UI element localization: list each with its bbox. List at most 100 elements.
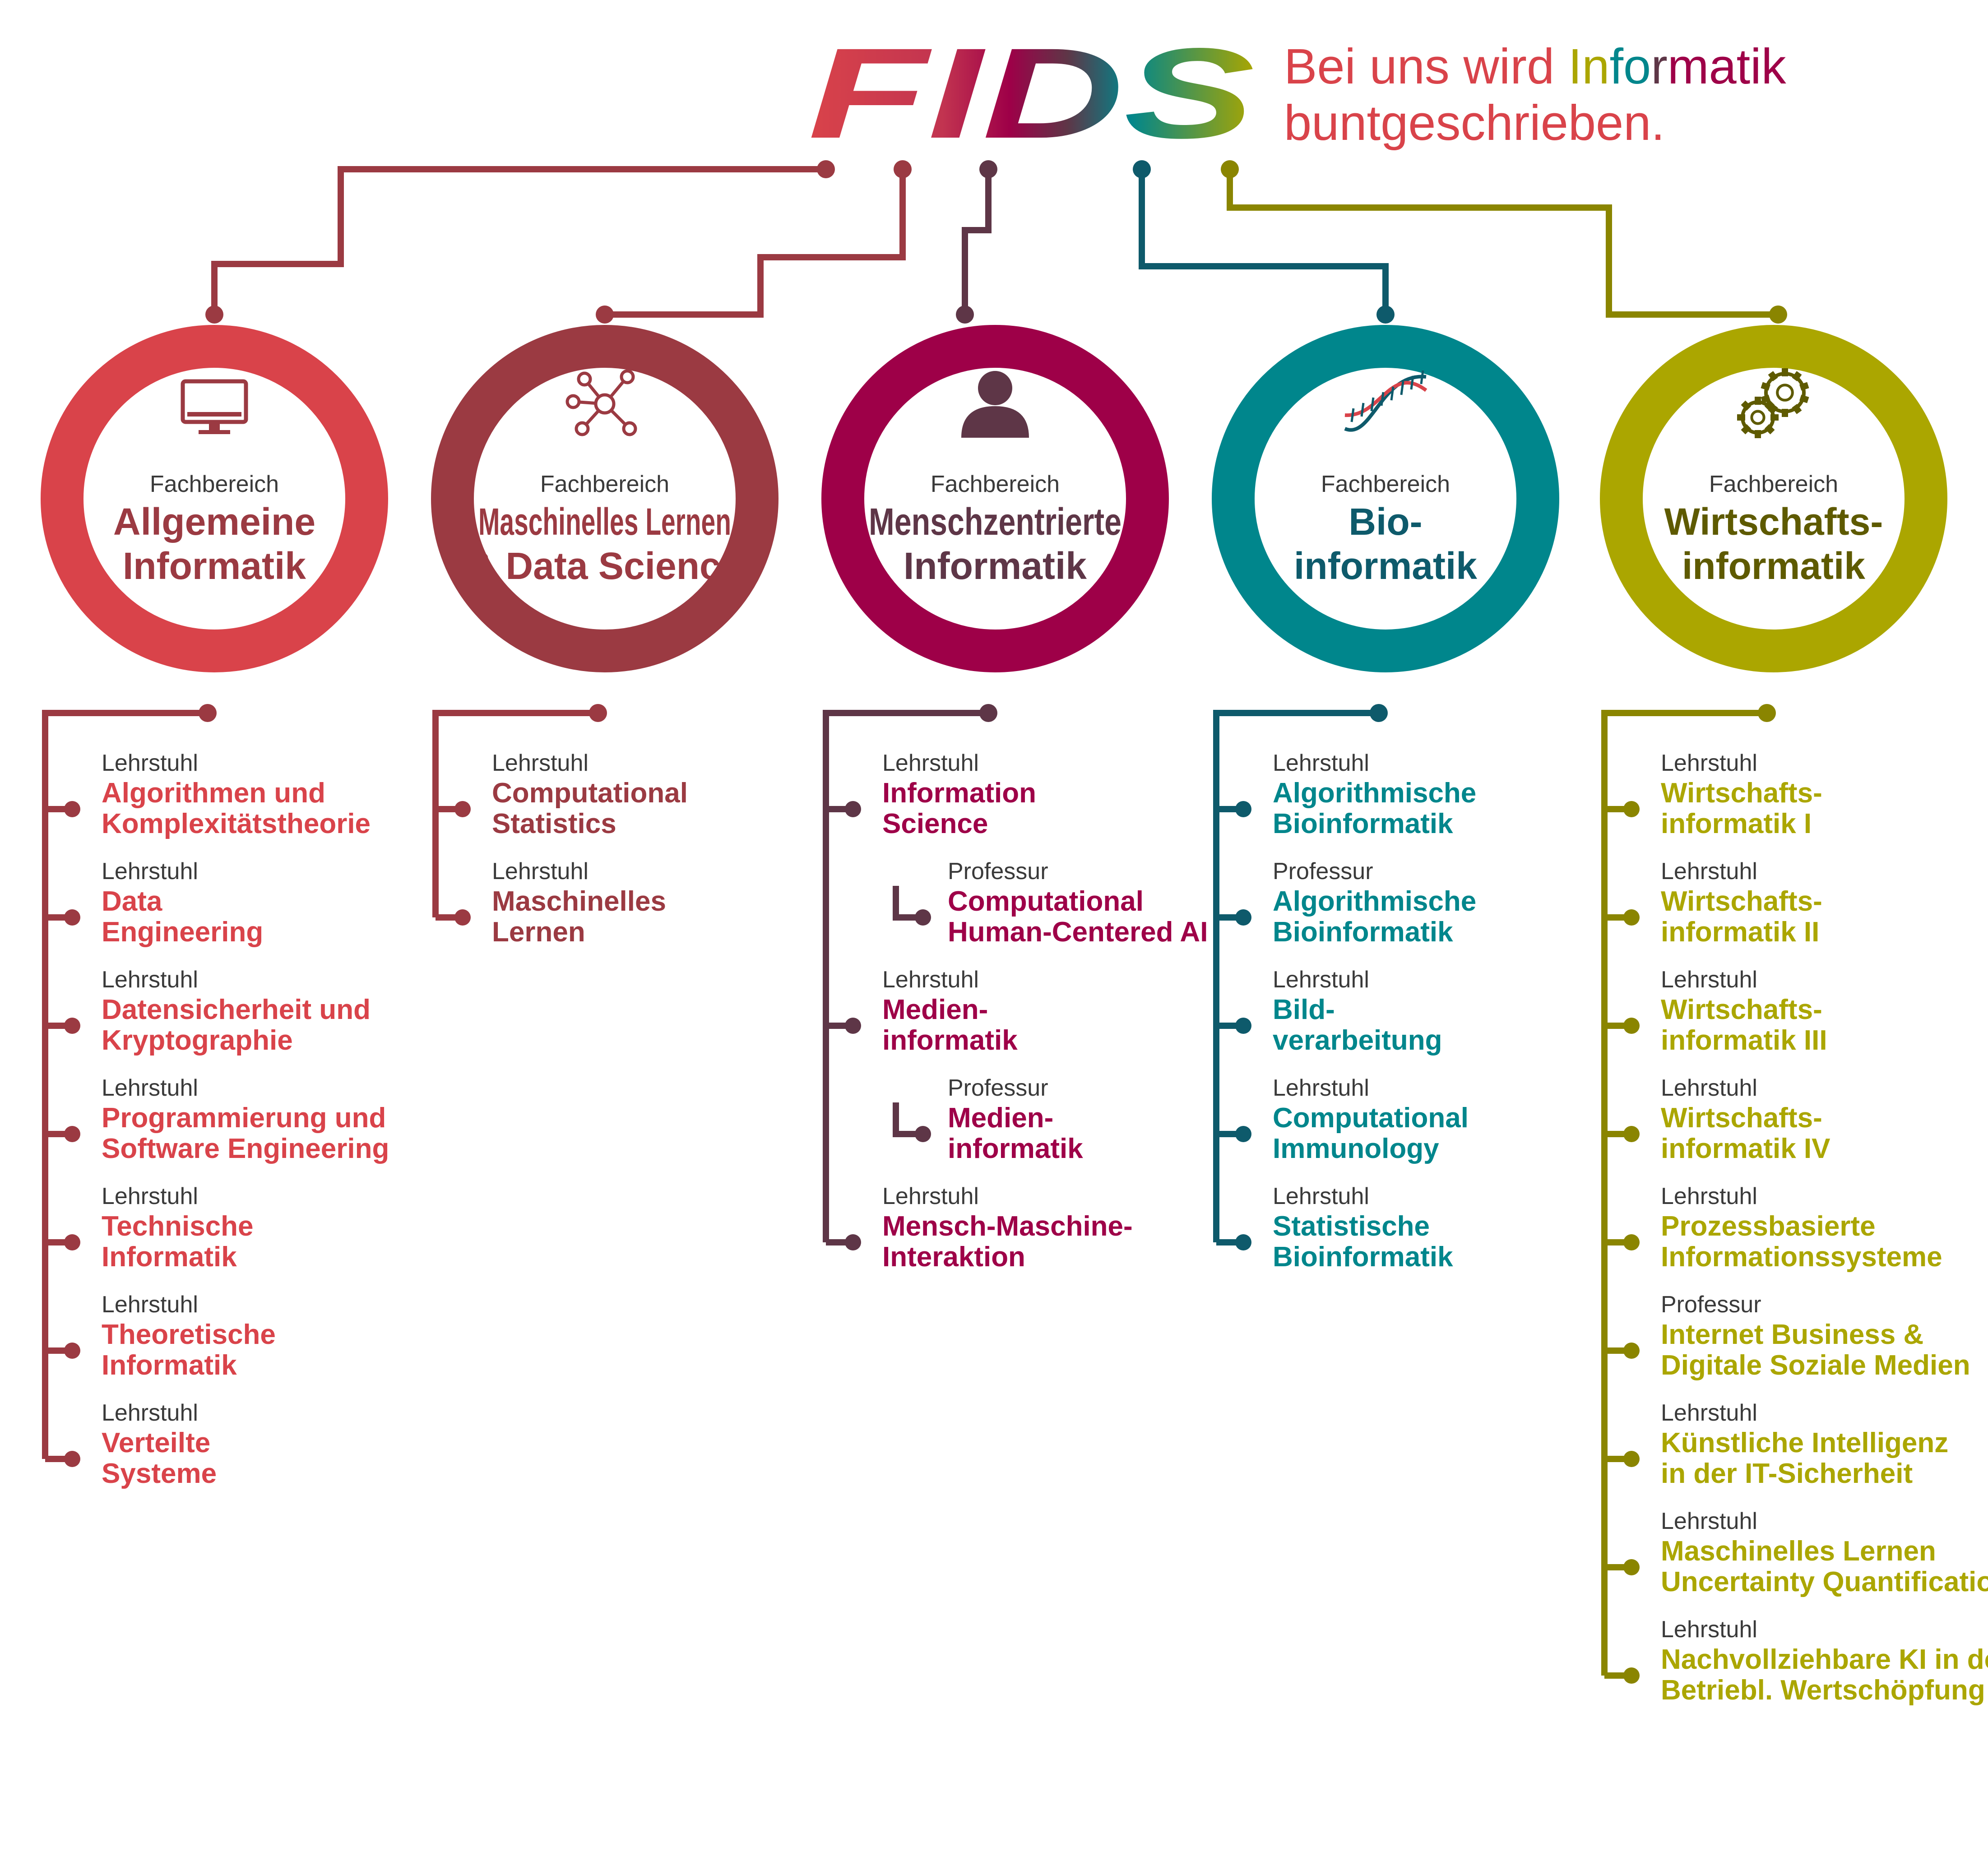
connector-line (1227, 169, 1778, 318)
unit-role: Lehrstuhl (1661, 1075, 1757, 1101)
unit-role: Lehrstuhl (1273, 1183, 1369, 1209)
slogan-word-part: fo (1609, 39, 1651, 94)
unit-name: Internet Business & (1661, 1319, 1923, 1350)
unit-dot (915, 909, 931, 926)
unit-role: Lehrstuhl (102, 750, 198, 776)
unit-name: Lernen (492, 917, 585, 948)
unit-dot (1623, 1559, 1640, 1575)
unit-role: Lehrstuhl (1661, 1400, 1757, 1426)
department-ring (41, 325, 388, 672)
slogan-line-2: buntgeschrieben. (1284, 95, 1665, 151)
slogan-line-1: Bei uns wird Informatik (1284, 39, 1787, 94)
connector-dot (1769, 306, 1787, 324)
unit-name: Software Engineering (102, 1133, 389, 1164)
unit-name: Informationssysteme (1661, 1241, 1942, 1273)
unit-name: Science (882, 808, 988, 839)
unit-name: Informatik (102, 1241, 237, 1273)
unit-dot (1235, 1018, 1251, 1034)
unit-name: Algorithmische (1273, 778, 1476, 809)
unit-name: informatik II (1661, 917, 1819, 948)
department-ring (1212, 325, 1559, 672)
unit-role: Lehrstuhl (102, 1292, 198, 1318)
slogan-word-part: tik (1737, 39, 1787, 94)
unit-name: Wirtschafts- (1661, 778, 1822, 809)
connector-line (962, 169, 992, 315)
department-title: Bio- (1349, 500, 1422, 543)
unit-name: Bioinformatik (1273, 917, 1453, 948)
department-title: Menschzentrierte (869, 500, 1121, 543)
unit-name: Datensicherheit und (102, 994, 371, 1025)
unit-name: Computational (1273, 1102, 1469, 1134)
connector-dot (979, 160, 997, 178)
dna-icon (1344, 370, 1427, 432)
unit-name: Systeme (102, 1458, 217, 1489)
unit-dot (915, 1126, 931, 1142)
unit-dot (1235, 1234, 1251, 1250)
unit-name: Interaktion (882, 1241, 1025, 1273)
unit-item: LehrstuhlProzessbasierteInformationssyst… (1604, 1183, 1942, 1273)
trunk-dot (589, 704, 607, 722)
unit-dot (64, 1126, 80, 1142)
connector-dot (1133, 160, 1151, 178)
unit-name: informatik (948, 1133, 1083, 1164)
unit-name: informatik III (1661, 1025, 1827, 1056)
unit-dot (64, 1451, 80, 1467)
unit-role: Professur (1273, 858, 1373, 884)
unit-name: Betriebl. Wertschöpfung (1661, 1675, 1985, 1706)
unit-dot (1235, 801, 1251, 817)
unit-dot (845, 1234, 861, 1250)
unit-role: Lehrstuhl (102, 967, 198, 993)
header: FIDS Bei uns wird Informatik buntgeschri… (808, 22, 1787, 165)
unit-role: Lehrstuhl (882, 967, 979, 993)
unit-role: Lehrstuhl (492, 750, 589, 776)
unit-role: Professur (1661, 1292, 1761, 1318)
unit-dot (64, 801, 80, 817)
unit-dot (1623, 801, 1640, 817)
network-icon (565, 369, 637, 436)
department-kicker: Fachbereich (540, 471, 669, 497)
unit-dot (1623, 1234, 1640, 1250)
unit-name: Digitale Soziale Medien (1661, 1350, 1970, 1381)
unit-dot (845, 801, 861, 817)
unit-dot (454, 801, 471, 817)
unit-dot (1623, 1343, 1640, 1359)
unit-dot (1623, 1451, 1640, 1467)
unit-dot (1235, 909, 1251, 926)
unit-trunk (432, 710, 598, 917)
department-title: informatik (1682, 545, 1865, 587)
unit-trunk (823, 710, 988, 1242)
unit-name: Statistics (492, 808, 616, 839)
slogan-word-part: In (1568, 39, 1610, 94)
unit-name: Wirtschafts- (1661, 1102, 1822, 1134)
fids-logo: FIDS (808, 22, 1256, 165)
department-menschzentriert: FachbereichMenschzentrierteInformatikLeh… (821, 325, 1208, 1273)
unit-dot (454, 909, 471, 926)
trunk-dot (1758, 704, 1776, 722)
unit-trunk (42, 710, 208, 1459)
department-title: & Data Science (468, 545, 742, 587)
unit-name: Technische (102, 1211, 254, 1242)
department-title: Wirtschafts- (1664, 500, 1883, 543)
connector-dot (817, 160, 835, 178)
unit-name: Prozessbasierte (1661, 1211, 1876, 1242)
trunk-dot (979, 704, 997, 722)
department-title: informatik (1294, 545, 1477, 587)
unit-name: Bioinformatik (1273, 1241, 1453, 1273)
unit-role: Lehrstuhl (1661, 1183, 1757, 1209)
unit-name: Uncertainty Quantification (1661, 1566, 1988, 1597)
unit-name: informatik IV (1661, 1133, 1830, 1164)
unit-role: Lehrstuhl (102, 1183, 198, 1209)
